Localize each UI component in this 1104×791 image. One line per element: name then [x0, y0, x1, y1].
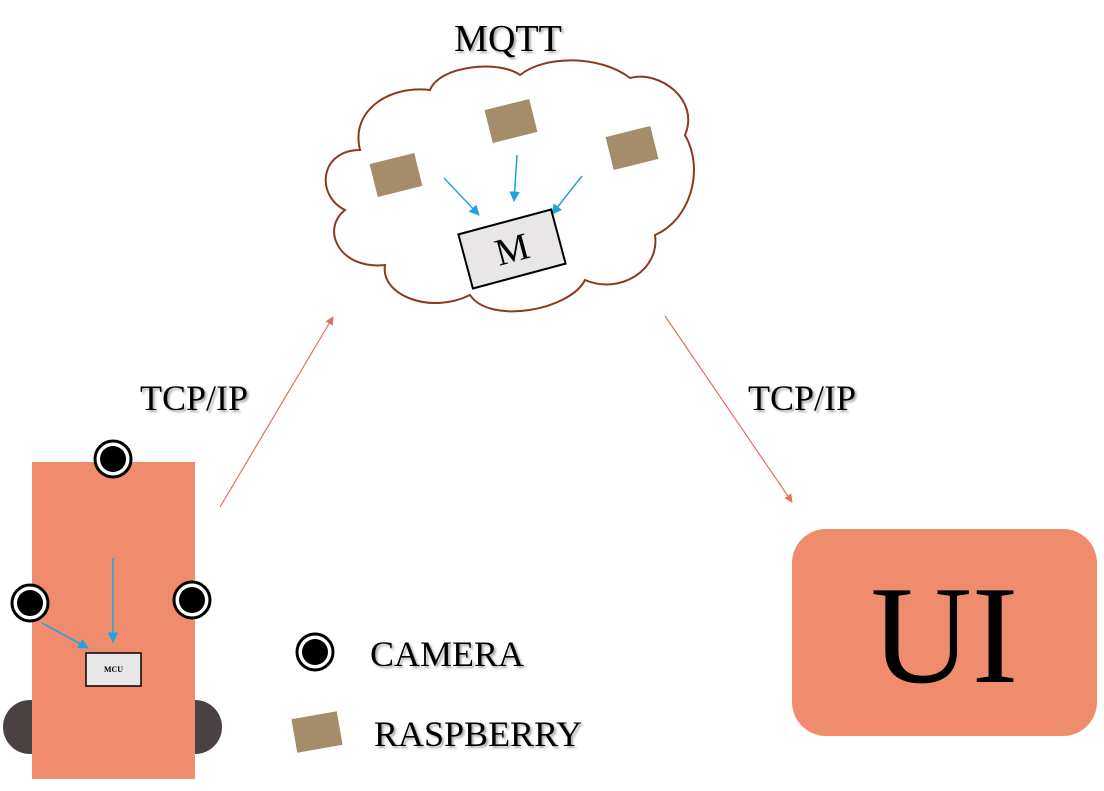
- camera-front: [93, 439, 133, 479]
- cloud-to-ui-arrow: [664, 315, 793, 503]
- legend-raspberry-icon: [291, 711, 343, 753]
- vehicle: MCU: [3, 439, 222, 779]
- right-link-label: TCP/IP: [748, 378, 857, 418]
- mcu-box: [85, 652, 142, 687]
- data-arrow-3: [551, 175, 583, 215]
- left-link-label: TCP/IP: [140, 378, 249, 418]
- legend-raspberry-label: RASPBERRY: [374, 714, 583, 754]
- diagram-title: MQTT: [454, 18, 562, 60]
- ui-box: UI: [792, 529, 1097, 736]
- data-arrow-1: [443, 177, 480, 216]
- mqtt-cloud: [324, 59, 695, 313]
- data-arrow-2: [509, 154, 520, 203]
- camera-to-mcu-arrow-2: [41, 622, 89, 649]
- raspberry-node-3: [605, 125, 659, 171]
- camera-left: [10, 583, 50, 623]
- vehicle-to-cloud-arrow: [219, 316, 334, 508]
- legend-camera-icon: [295, 632, 335, 672]
- camera-right: [172, 580, 212, 620]
- mcu-label: MCU: [104, 665, 123, 674]
- raspberry-node-2: [484, 98, 538, 144]
- ui-label: UI: [870, 557, 1019, 713]
- mqtt-broker: M: [457, 208, 567, 290]
- legend-camera-label: CAMERA: [370, 634, 525, 674]
- raspberry-node-1: [369, 152, 423, 198]
